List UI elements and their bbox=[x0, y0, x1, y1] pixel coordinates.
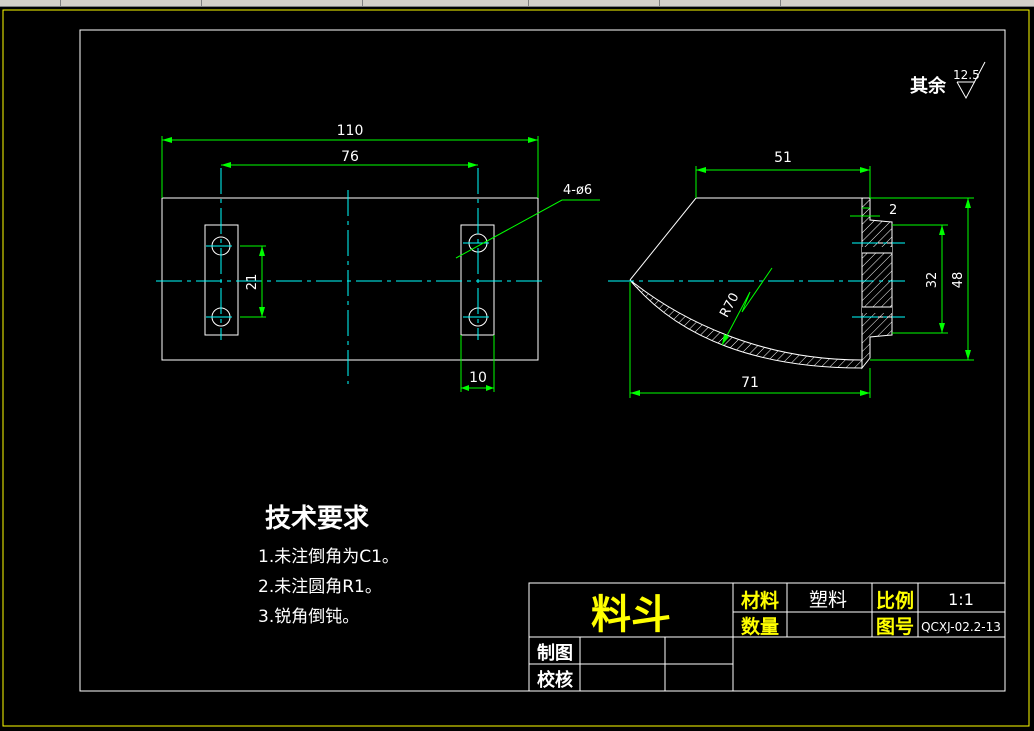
dim-110: 110 bbox=[337, 123, 364, 139]
front-plate-outline bbox=[161, 197, 539, 361]
surface-roughness-symbol: 其余 12.5 bbox=[910, 61, 986, 100]
front-dimension-arrows bbox=[162, 137, 538, 391]
scale-value: 1:1 bbox=[948, 590, 974, 609]
hopper-curved-wall bbox=[629, 279, 863, 369]
front-view: 110 76 4-ø6 21 10 bbox=[156, 123, 600, 392]
roughness-label: 其余 bbox=[910, 75, 947, 97]
tech-requirement-item: 2.未注圆角R1。 bbox=[258, 577, 382, 597]
drawn-by-label: 制图 bbox=[537, 643, 573, 664]
title-block: 料斗 材料 塑料 比例 1:1 数量 图号 QCXJ-02.2-13 制图 校核 bbox=[528, 582, 1006, 692]
tech-requirements: 技术要求 1.未注倒角为C1。 2.未注圆角R1。 3.锐角倒钝。 bbox=[258, 504, 399, 627]
dim-hole-callout: 4-ø6 bbox=[563, 183, 592, 198]
side-view: 51 2 32 48 R70 71 bbox=[608, 150, 974, 398]
side-centerlines bbox=[608, 242, 905, 318]
roughness-check-icon bbox=[956, 61, 986, 100]
toolbar-segment[interactable] bbox=[529, 0, 660, 6]
toolbar-segment[interactable] bbox=[202, 0, 363, 6]
dim-10: 10 bbox=[469, 370, 487, 386]
toolbar-segment[interactable] bbox=[660, 0, 781, 6]
front-centerlines bbox=[156, 168, 545, 384]
side-dimensions bbox=[629, 166, 974, 398]
dim-51: 51 bbox=[774, 150, 792, 166]
material-label: 材料 bbox=[741, 589, 779, 612]
part-name: 料斗 bbox=[591, 592, 671, 638]
dim-21: 21 bbox=[245, 274, 260, 291]
dim-48: 48 bbox=[951, 272, 966, 289]
toolbar-segment[interactable] bbox=[0, 0, 61, 6]
window-top-strip bbox=[0, 0, 1034, 7]
dim-32: 32 bbox=[925, 272, 940, 289]
tech-requirement-item: 3.锐角倒钝。 bbox=[258, 607, 359, 627]
material-value: 塑料 bbox=[809, 589, 847, 611]
front-dimensions bbox=[161, 136, 600, 392]
toolbar-segment[interactable] bbox=[61, 0, 202, 6]
outer-sheet-border bbox=[2, 9, 1030, 727]
tech-requirements-title: 技术要求 bbox=[265, 504, 369, 534]
toolbar-segment[interactable] bbox=[363, 0, 529, 6]
hopper-top-outline bbox=[629, 197, 862, 281]
roughness-value: 12.5 bbox=[953, 68, 980, 82]
flange-hatch bbox=[861, 252, 893, 308]
tech-requirement-item: 1.未注倒角为C1。 bbox=[258, 547, 399, 567]
dim-r70: R70 bbox=[717, 291, 742, 321]
drawing-no-label: 图号 bbox=[876, 616, 914, 638]
dim-2: 2 bbox=[889, 203, 897, 218]
drawing-no-value: QCXJ-02.2-13 bbox=[921, 620, 1001, 634]
checked-by-label: 校核 bbox=[537, 669, 573, 691]
dim-76: 76 bbox=[341, 149, 359, 165]
dim-71: 71 bbox=[741, 375, 759, 391]
quantity-label: 数量 bbox=[741, 615, 779, 638]
scale-label: 比例 bbox=[876, 589, 914, 612]
side-dimension-arrows bbox=[630, 167, 971, 396]
